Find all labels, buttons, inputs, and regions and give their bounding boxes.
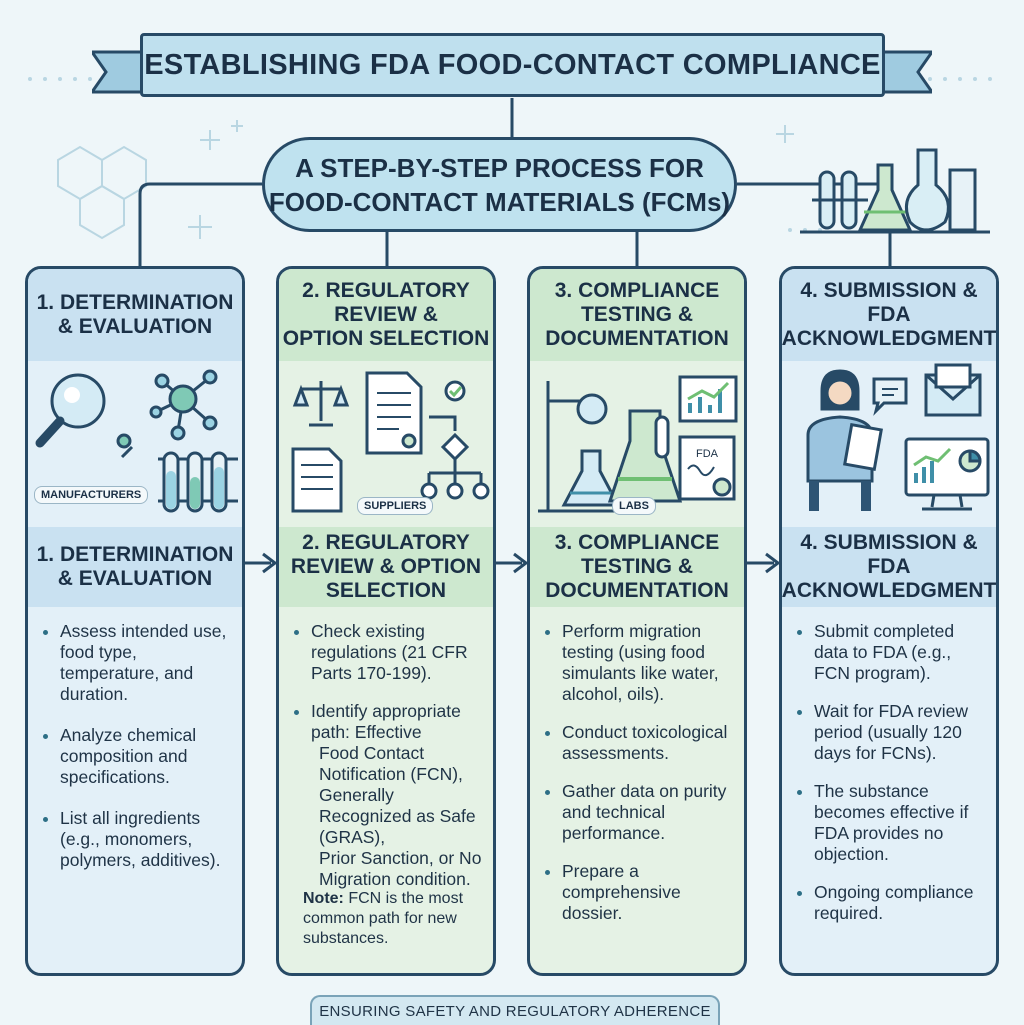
flowchart-icon <box>420 432 490 500</box>
list-item: Check existing regulations (21 CFR Parts… <box>311 621 485 684</box>
page-title: ESTABLISHING FDA FOOD-CONTACT COMPLIANCE <box>140 33 885 97</box>
step-1-role-tag: MANUFACTURERS <box>34 486 149 504</box>
step-4-bullets: Submit completed data to FDA (e.g., FCN … <box>796 621 988 941</box>
step-3-header-line: TESTING & <box>580 303 693 326</box>
list-item: Assess intended use, food type, temperat… <box>60 621 234 705</box>
subtitle: A STEP-BY-STEP PROCESS FOR FOOD-CONTACT … <box>262 137 737 232</box>
list-item: Identify appropriate path: Effective Foo… <box>311 701 485 890</box>
step-3-subheader-line: 3. COMPLIANCE <box>554 531 720 554</box>
step-3-subheader-line: DOCUMENTATION <box>545 579 729 602</box>
list-item: Ongoing compliance required. <box>814 882 988 924</box>
step-1-bullets: Assess intended use, food type, temperat… <box>42 621 234 888</box>
list-item: Prepare a comprehensive dossier. <box>562 861 736 924</box>
bullet-sub-line: Prior Sanction, or No Migration conditio… <box>319 848 482 889</box>
lab-flask-icon <box>538 381 683 513</box>
step-3-illustration: FDA <box>538 375 738 513</box>
subtitle-line-1: A STEP-BY-STEP PROCESS FOR <box>295 152 704 183</box>
step-3-subheader: 3. COMPLIANCE TESTING & DOCUMENTATION <box>530 527 744 607</box>
step-1-header: 1. DETERMINATION & EVALUATION <box>28 269 242 361</box>
step-2-subheader-line: 2. REGULATORY <box>302 531 470 554</box>
list-item: Conduct toxicological assessments. <box>562 722 736 764</box>
step-1-subheader-line: 1. DETERMINATION <box>36 543 234 566</box>
list-item: List all ingredients (e.g., monomers, po… <box>60 808 234 871</box>
step-3-role-tag: LABS <box>612 497 656 515</box>
list-item: Gather data on purity and technical perf… <box>562 781 736 844</box>
subtitle-line-2: FOOD-CONTACT MATERIALS (FCMs) <box>268 186 731 217</box>
step-4-subheader-line: FDA <box>867 555 911 578</box>
step-3-header: 3. COMPLIANCE TESTING & DOCUMENTATION <box>530 269 744 361</box>
person-icon <box>806 369 883 511</box>
list-item: The substance becomes effective if FDA p… <box>814 781 988 865</box>
step-2-subheader-line: REVIEW & OPTION <box>290 555 482 578</box>
step-column-4: 4. SUBMISSION & FDA ACKNOWLEDGMENT <box>779 266 999 976</box>
step-4-subheader-line: ACKNOWLEDGMENT <box>781 579 997 602</box>
step-2-subheader-line: SELECTION <box>325 579 447 602</box>
step-2-header: 2. REGULATORY REVIEW & OPTION SELECTION <box>279 269 493 361</box>
chart-icon <box>678 375 738 423</box>
step-4-subheader-line: 4. SUBMISSION & <box>800 531 978 554</box>
step-2-illustration <box>291 371 490 513</box>
note-text: FCN is the most common path for new subs… <box>303 890 464 947</box>
note-label: Note: <box>303 890 344 907</box>
step-4-header-line: FDA <box>867 303 911 326</box>
certificate-label: FDA <box>696 448 719 460</box>
molecule-icon <box>149 369 218 441</box>
step-1-header-line: 1. DETERMINATION <box>36 291 234 314</box>
step-2-header-line: OPTION SELECTION <box>282 327 490 350</box>
step-column-3: 3. COMPLIANCE TESTING & DOCUMENTATION FD… <box>527 266 747 976</box>
step-4-illustration <box>806 363 990 511</box>
chat-bubble-icon <box>872 377 908 416</box>
footer-banner: ENSURING SAFETY AND REGULATORY ADHERENCE <box>310 995 720 1025</box>
step-3-bullets: Perform migration testing (using food si… <box>544 621 736 941</box>
list-item: Submit completed data to FDA (e.g., FCN … <box>814 621 988 684</box>
arrow-right-icon <box>746 552 781 574</box>
document-icon <box>291 447 343 513</box>
bullet-text: Identify appropriate path: Effective <box>311 701 461 742</box>
certificate-icon: FDA <box>678 435 736 501</box>
scales-icon <box>292 381 350 427</box>
step-1-illustration <box>35 369 238 513</box>
arrow-right-icon <box>494 552 529 574</box>
step-1-subheader-line: & EVALUATION <box>57 567 213 590</box>
step-1-header-line: & EVALUATION <box>57 315 213 338</box>
step-column-1: 1. DETERMINATION & EVALUATION <box>25 266 245 976</box>
envelope-icon <box>924 363 982 417</box>
step-2-subheader: 2. REGULATORY REVIEW & OPTION SELECTION <box>279 527 493 607</box>
step-4-header: 4. SUBMISSION & FDA ACKNOWLEDGMENT <box>782 269 996 361</box>
step-2-header-line: REVIEW & <box>334 303 438 326</box>
list-item: Perform migration testing (using food si… <box>562 621 736 705</box>
step-2-header-line: 2. REGULATORY <box>302 279 470 302</box>
bullet-sub-line: Generally Recognized as Safe (GRAS), <box>319 785 476 847</box>
step-3-subheader-line: TESTING & <box>580 555 693 578</box>
step-2-note: Note: FCN is the most common path for ne… <box>303 889 493 949</box>
step-4-subheader: 4. SUBMISSION & FDA ACKNOWLEDGMENT <box>782 527 996 607</box>
arrow-right-icon <box>243 552 278 574</box>
monitor-chart-icon <box>904 437 990 511</box>
step-4-header-line: 4. SUBMISSION & <box>800 279 978 302</box>
step-3-header-line: DOCUMENTATION <box>545 327 729 350</box>
step-1-subheader: 1. DETERMINATION & EVALUATION <box>28 527 242 607</box>
bullet-sub-line: Food Contact Notification (FCN), <box>319 743 463 784</box>
document-icon <box>365 371 423 455</box>
step-2-bullets: Check existing regulations (21 CFR Parts… <box>293 621 485 907</box>
list-item: Analyze chemical composition and specifi… <box>60 725 234 788</box>
step-4-header-line: ACKNOWLEDGMENT <box>781 327 997 350</box>
step-column-2: 2. REGULATORY REVIEW & OPTION SELECTION <box>276 266 496 976</box>
list-item: Wait for FDA review period (usually 120 … <box>814 701 988 764</box>
step-3-header-line: 3. COMPLIANCE <box>554 279 720 302</box>
step-2-role-tag: SUPPLIERS <box>357 497 434 515</box>
magnifier-icon <box>35 373 106 448</box>
test-tubes-icon <box>158 451 238 513</box>
